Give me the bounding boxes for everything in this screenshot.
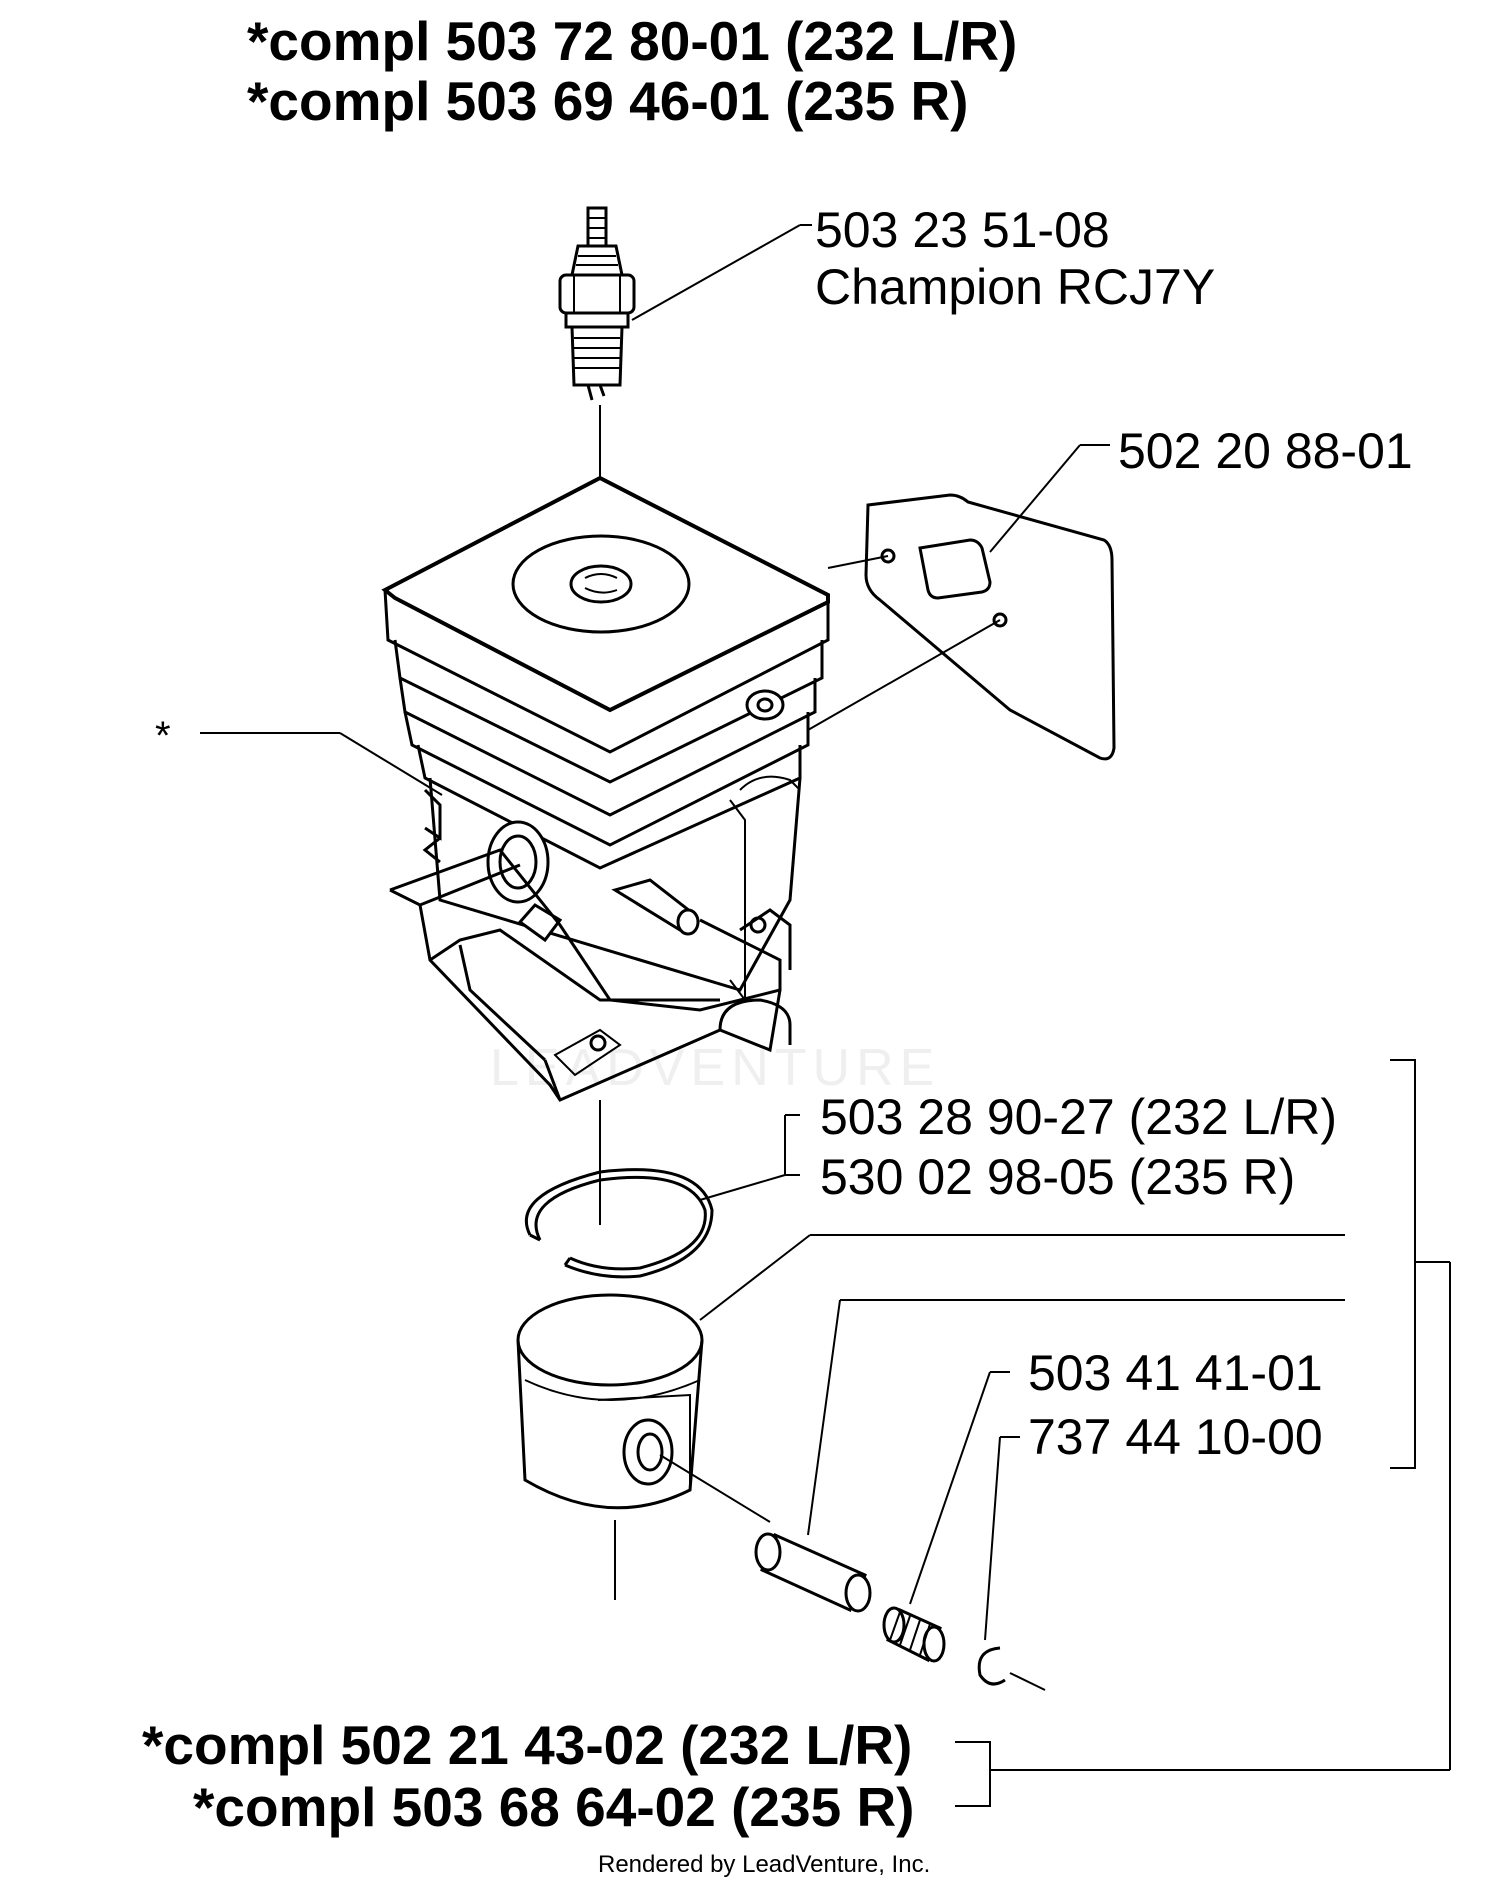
piston-ring-part-235: 530 02 98-05 (235 R) — [820, 1149, 1296, 1205]
spark-plug-drawing — [558, 206, 636, 401]
watermark-text: LEADVENTURE — [490, 1039, 940, 1097]
spark-plug-model: Champion RCJ7Y — [815, 259, 1216, 315]
cylinder-drawing — [381, 475, 830, 1102]
circlip-drawing — [977, 1646, 1006, 1686]
gasket-part-number: 502 20 88-01 — [1118, 423, 1413, 479]
render-credit: Rendered by LeadVenture, Inc. — [598, 1851, 931, 1878]
piston-ring-drawing — [524, 1168, 714, 1279]
piston-kit-235: *compl 503 68 64-02 (235 R) — [193, 1776, 915, 1838]
cylinder-star-marker: * — [155, 714, 171, 758]
assembly-title-232: *compl 503 72 80-01 (232 L/R) — [247, 10, 1018, 72]
spark-plug-part-number: 503 23 51-08 — [815, 202, 1110, 258]
exhaust-gasket-drawing — [864, 493, 1116, 761]
needle-bearing-part-number: 503 41 41-01 — [1028, 1345, 1323, 1401]
circlip-part-number: 737 44 10-00 — [1028, 1409, 1323, 1465]
piston-kit-232: *compl 502 21 43-02 (232 L/R) — [142, 1714, 913, 1776]
assembly-title-235: *compl 503 69 46-01 (235 R) — [247, 70, 969, 132]
needle-bearing-drawing — [882, 1606, 946, 1663]
piston-ring-part-232: 503 28 90-27 (232 L/R) — [820, 1089, 1338, 1145]
piston-pin-drawing — [754, 1532, 872, 1613]
piston-drawing — [516, 1293, 704, 1510]
